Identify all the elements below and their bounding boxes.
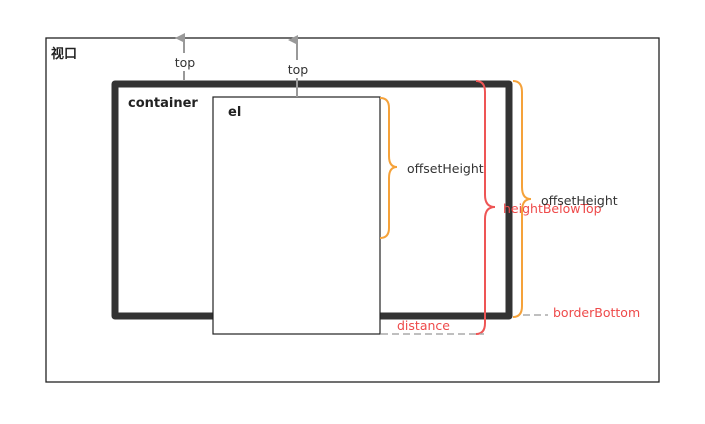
container-top-label-bg (170, 53, 200, 71)
el-offset-height-brace (379, 97, 398, 239)
height-below-top-brace (475, 80, 496, 335)
el-top-label: top (288, 62, 309, 77)
viewport-label: 视口 (51, 46, 77, 62)
container-label: container (128, 96, 198, 111)
border-bottom-label: borderBottom (553, 305, 640, 320)
container-offset-height-label: offsetHeight (541, 193, 618, 208)
el-box (212, 96, 381, 335)
viewport-frame (45, 37, 660, 383)
container-offset-height-brace (512, 80, 532, 318)
distance-label: distance (397, 318, 450, 333)
height-below-top-label: heightBelowTop (503, 201, 602, 216)
container-top-label: top (175, 55, 196, 70)
el-top-label-bg (283, 60, 313, 78)
el-offset-height-label: offsetHeight (407, 161, 484, 176)
el-label: el (228, 105, 241, 120)
